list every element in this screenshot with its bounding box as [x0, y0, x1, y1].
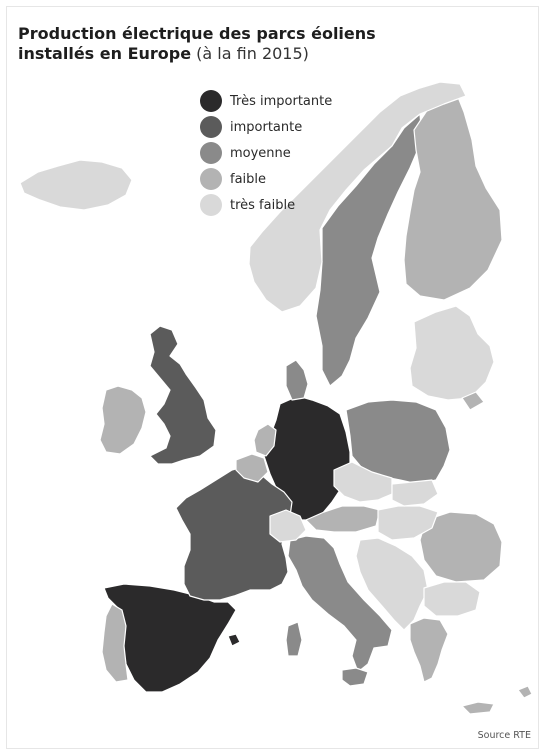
legend-item-faible: faible: [200, 166, 332, 192]
legend-swatch: [200, 194, 222, 216]
country-roumanie: [419, 511, 503, 583]
country-pologne: [345, 399, 451, 485]
source-note: Source RTE: [477, 730, 531, 741]
legend-swatch: [200, 142, 222, 164]
island-shape: [227, 633, 241, 647]
country-allemagne: [263, 395, 351, 521]
country-danemark: [285, 359, 309, 401]
legend-swatch: [200, 90, 222, 112]
country-pays-bas: [253, 423, 277, 457]
legend-item-tres-importante: Très importante: [200, 88, 332, 114]
country-bulgarie: [423, 581, 481, 617]
country-slovaquie: [391, 479, 439, 507]
country-royaume-uni: [149, 325, 217, 465]
country-suisse: [269, 509, 307, 543]
legend-item-importante: importante: [200, 114, 332, 140]
country-balkans: [355, 537, 429, 631]
country-belgique: [235, 453, 269, 483]
legend-label: importante: [230, 119, 303, 135]
legend-label: faible: [230, 171, 267, 187]
legend-label: Très importante: [230, 93, 333, 109]
island-shape: [461, 391, 485, 411]
title-line-1: Production électrique des parcs éoliens: [18, 24, 376, 43]
island-shape: [517, 685, 533, 699]
legend-item-moyenne: moyenne: [200, 140, 332, 166]
country-finlande: [403, 91, 503, 301]
title-line-2: installés en Europe (à la fin 2015): [18, 44, 448, 64]
island-shape: [461, 701, 495, 715]
country-portugal: [101, 603, 129, 683]
island-shape: [285, 621, 303, 657]
country-irlande: [99, 385, 147, 455]
legend-swatch: [200, 116, 222, 138]
legend-label: moyenne: [230, 145, 291, 161]
title-line-2-bold: installés en Europe: [18, 44, 192, 63]
title-line-2-light: (à la fin 2015): [196, 44, 309, 63]
country-tch-quie: [333, 461, 393, 503]
country--tats-baltes: [409, 305, 495, 401]
map-title: Production électrique des parcs éoliens …: [18, 24, 448, 64]
legend-label: très faible: [230, 197, 296, 213]
country-norv-ge: [248, 81, 467, 313]
legend-item-tres-faible: très faible: [200, 192, 332, 218]
country-islande: [19, 159, 133, 211]
legend-swatch: [200, 168, 222, 190]
country-italie: [287, 535, 393, 673]
country-gr-ce: [409, 617, 449, 683]
map-legend: Très importante importante moyenne faible tr…: [200, 88, 332, 218]
island-shape: [341, 667, 369, 687]
